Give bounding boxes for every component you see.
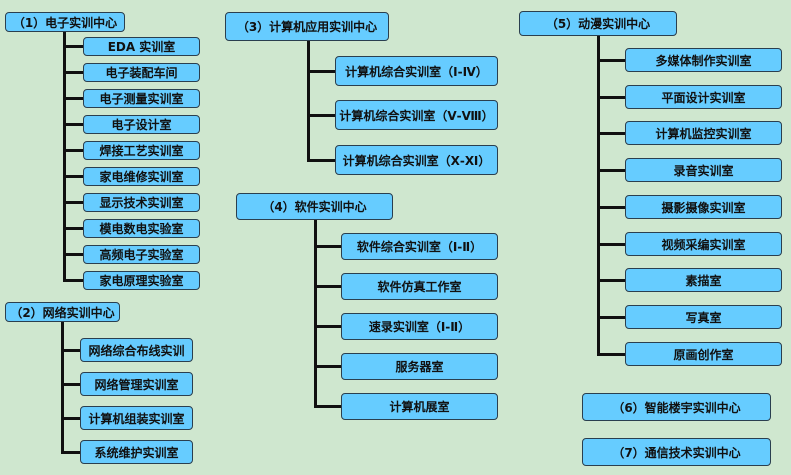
connector-branch (64, 279, 83, 282)
center-header-box: （2）网络实训中心 (5, 302, 120, 322)
lab-room-box: 家电原理实验室 (83, 271, 200, 290)
connector-branch (62, 382, 80, 386)
connector-branch (64, 45, 83, 48)
lab-room-box: 网络综合布线实训 (80, 338, 193, 362)
connector-trunk (306, 41, 310, 162)
connector-trunk (62, 32, 66, 282)
connector-branch (64, 175, 83, 178)
connector-branch (64, 123, 83, 126)
lab-room-box: 家电维修实训室 (83, 167, 200, 186)
connector-branch (315, 245, 341, 248)
lab-room-box: 计算机展室 (341, 393, 498, 420)
lab-room-box: 平面设计实训室 (625, 85, 782, 109)
lab-room-box: 模电数电实验室 (83, 219, 200, 238)
connector-branch (598, 58, 625, 62)
lab-room-box: 系统维护实训室 (80, 440, 193, 464)
lab-room-box: 多媒体制作实训室 (625, 48, 782, 72)
connector-branch (598, 168, 625, 172)
lab-room-box: 服务器室 (341, 353, 498, 380)
lab-room-box: 电子测量实训室 (83, 89, 200, 108)
lab-room-box: 速录实训室（Ⅰ-Ⅱ） (341, 313, 498, 340)
lab-room-box: 电子装配车间 (83, 63, 200, 82)
lab-room-box: 计算机综合实训室（Ⅹ-Ⅺ） (335, 145, 498, 175)
lab-room-box: 显示技术实训室 (83, 193, 200, 212)
connector-branch (64, 71, 83, 74)
connector-branch (598, 315, 625, 319)
connector-branch (598, 242, 625, 246)
connector-branch (598, 95, 625, 99)
connector-branch (315, 405, 341, 408)
connector-branch (64, 97, 83, 100)
center-header-box: （1）电子实训中心 (5, 12, 125, 32)
lab-room-box: 网络管理实训室 (80, 372, 193, 396)
center-header-box: （6）智能楼宇实训中心 (582, 393, 771, 421)
connector-trunk (60, 322, 64, 454)
lab-room-box: 素描室 (625, 268, 782, 292)
lab-room-box: 软件综合实训室（Ⅰ-Ⅱ） (341, 233, 498, 260)
lab-room-box: 视频采编实训室 (625, 232, 782, 256)
lab-room-box: 高频电子实验室 (83, 245, 200, 264)
lab-room-box: 录音实训室 (625, 158, 782, 182)
connector-branch (598, 352, 625, 356)
connector-branch (64, 201, 83, 204)
lab-room-box: 焊接工艺实训室 (83, 141, 200, 160)
lab-room-box: EDA 实训室 (83, 37, 200, 56)
connector-branch (315, 365, 341, 368)
lab-room-box: 软件仿真工作室 (341, 273, 498, 300)
connector-branch (308, 113, 335, 117)
connector-branch (62, 416, 80, 420)
connector-branch (64, 149, 83, 152)
connector-branch (598, 278, 625, 282)
connector-branch (308, 158, 335, 162)
center-header-box: （4）软件实训中心 (236, 193, 393, 220)
lab-room-box: 计算机组装实训室 (80, 406, 193, 430)
center-header-box: （3）计算机应用实训中心 (225, 12, 389, 41)
connector-branch (64, 253, 83, 256)
lab-room-box: 计算机综合实训室（Ⅴ-Ⅷ） (335, 100, 498, 130)
lab-room-box: 电子设计室 (83, 115, 200, 134)
lab-room-box: 写真室 (625, 305, 782, 329)
connector-branch (315, 285, 341, 288)
lab-room-box: 摄影摄像实训室 (625, 195, 782, 219)
connector-trunk (596, 36, 600, 356)
connector-trunk (313, 220, 317, 408)
connector-branch (62, 450, 80, 454)
lab-room-box: 计算机综合实训室（Ⅰ-Ⅳ） (335, 56, 498, 86)
lab-room-box: 计算机监控实训室 (625, 121, 782, 145)
connector-branch (315, 325, 341, 328)
connector-branch (598, 131, 625, 135)
lab-room-box: 原画创作室 (625, 342, 782, 366)
connector-branch (598, 205, 625, 209)
connector-branch (62, 348, 80, 352)
connector-branch (308, 69, 335, 73)
center-header-box: （7）通信技术实训中心 (582, 438, 771, 466)
connector-branch (64, 227, 83, 230)
center-header-box: （5）动漫实训中心 (519, 11, 677, 36)
